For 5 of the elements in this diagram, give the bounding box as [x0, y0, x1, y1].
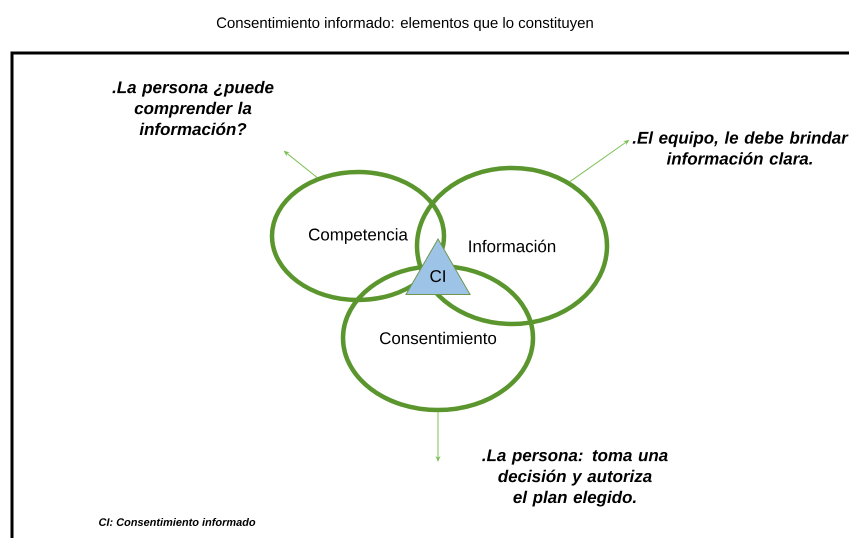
callout-text: .El equipo, le debe brindar información clara. [632, 131, 849, 165]
title: Consentimiento informado: elementos que lo constituyen [216, 17, 593, 31]
callout-text: .La persona ¿puede comprender la información? [112, 80, 274, 136]
callout-text: .La persona: toma una decisión y autoriza el plan elegido. [482, 449, 668, 506]
footnote: CI: Consentimiento informado [99, 518, 256, 526]
